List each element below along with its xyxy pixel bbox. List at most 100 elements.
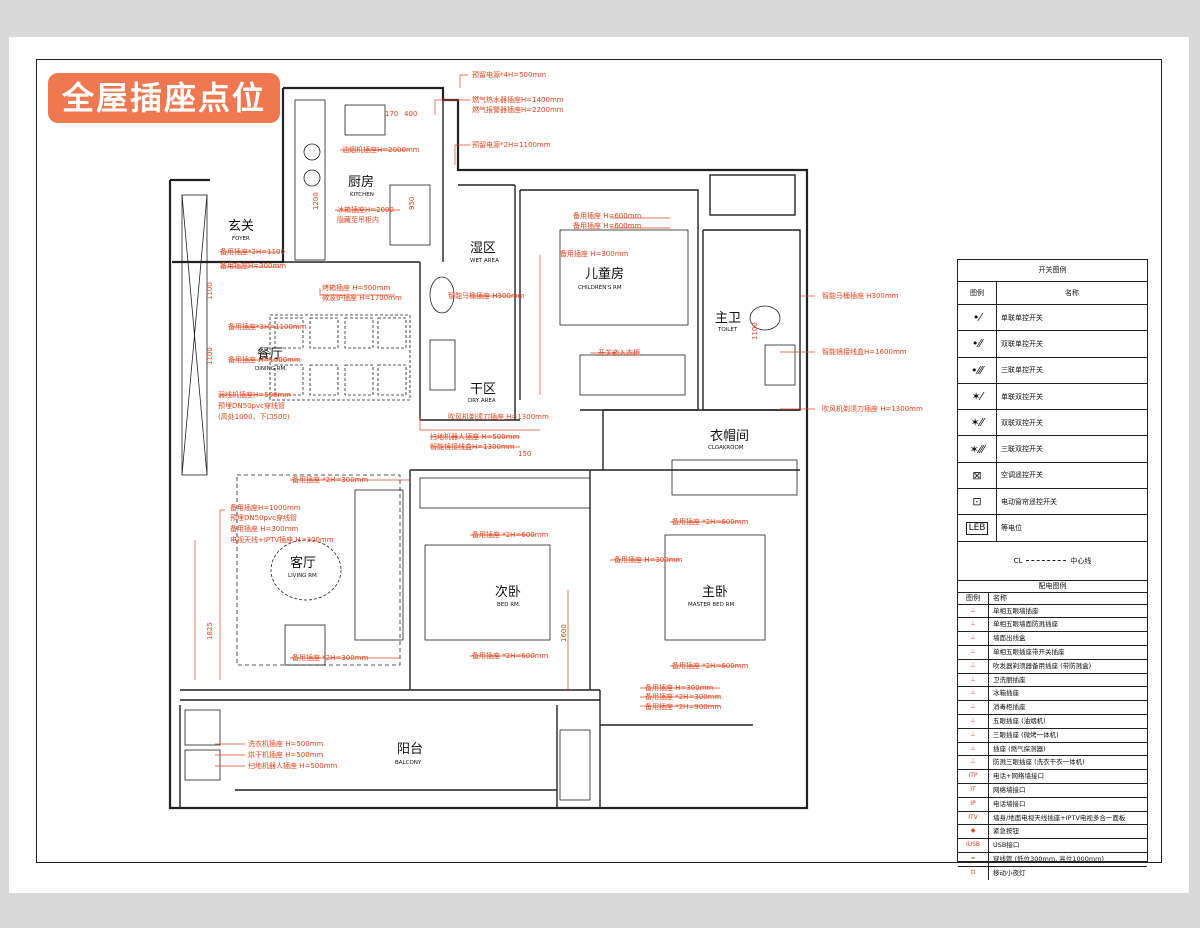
socket-icon: ⊥ [958, 646, 989, 659]
annotation-text: 洗衣机插座 H=500mm [248, 739, 324, 748]
night-light-icon: ⊡ [958, 866, 989, 880]
switch-legend-header: 图例 名称 [958, 282, 1147, 305]
dining-label-en: DINING RM. [255, 366, 287, 372]
switch-icon: •⁄ [958, 305, 997, 331]
ac-switch-icon: ⊠ [958, 462, 997, 489]
socket-icon: ⊥ [958, 701, 989, 715]
annotation-text: 电视天线+IPTV插座 H=300mm [230, 535, 334, 544]
legend-row: ⊥吹发器剃须器备用插座 (带防溅盒) [958, 659, 1147, 674]
legend-row: ⊥ 冰箱插座 [958, 687, 1147, 702]
dimension-text: 950 [408, 197, 416, 210]
foyer-label-en: FOYER [232, 236, 250, 242]
legend-row: ⊥三眼插座 (微烤一体机) [958, 728, 1147, 743]
legend-name: 空调遥控开关 [1001, 471, 1043, 480]
legend-name: 冰箱插座 [993, 689, 1019, 698]
legend-row: ⊥防溅三眼插座 (洗衣干衣一体机) [958, 756, 1147, 771]
annotation-text: (高处1000，下口500) [218, 412, 290, 421]
annotation-text: 备用插座 H=600mm [573, 221, 642, 230]
dimension-text: 1100 [206, 282, 214, 300]
annotation-text: 智能马桶插座 H300mm [822, 291, 899, 300]
annotation-text: 冰箱插座H=2000 [337, 205, 394, 214]
annotation-text: 智能镜接线盒H=1600mm [822, 347, 907, 356]
legend-row: ⊥插座 (燃气探测器) [958, 742, 1147, 757]
dimension-text: 1100 [751, 322, 759, 340]
column-name: 名称 [1065, 289, 1079, 297]
annotation-text: 智能马桶插座 H300mm [448, 291, 525, 300]
annotation-text: 吹风机剃须刀插座 H=1300mm [822, 404, 923, 413]
annotation-text: 备用插座H=300mm [220, 261, 286, 270]
master-bedroom-label-en: MASTER BED RM. [688, 602, 736, 608]
second-bedroom-label-en: BED RM. [497, 602, 521, 608]
legend-row: •⁄⁄双联单控开关 [958, 331, 1147, 358]
legend-name: 穿线管 (低位300mm, 高位1000mm) [993, 855, 1105, 864]
legend-name: 五眼插座 (油烟机) [993, 717, 1046, 726]
dimension-text: 1600 [560, 624, 568, 642]
annotation-text: 微波炉插座 H=1700mm [322, 293, 402, 302]
page-title: 全屋插座点位 [48, 73, 280, 123]
switch-icon: ✶⁄ [958, 383, 997, 410]
switch-icon: ✶⁄⁄⁄ [958, 436, 997, 462]
annotation-text: 备用插座*3H=1100mm [228, 322, 307, 331]
annotation-leaders [194, 74, 815, 767]
legend-row: ⊥ 单相五眼墙面防溅插座 [958, 618, 1147, 633]
usb-port-icon: ⅠUSB [958, 839, 989, 853]
legend-name: 三眼插座 (微烤一体机) [993, 730, 1059, 739]
interior-walls [179, 100, 801, 808]
annotation-text: 预留电源*2H=1100mm [472, 140, 551, 149]
legend-row: ✶⁄单联双控开关 [958, 383, 1147, 411]
drawing-frame [36, 59, 1162, 863]
annotation-text: 弱线机插座H=500mm [218, 390, 291, 399]
legend-name: 消毒柜插座 [993, 703, 1026, 712]
annotation-text: 备用插座 *2H=300mm [292, 475, 368, 484]
annotation-text: 扫地机器人插座 H=500mm [430, 432, 520, 441]
socket-icon: ⊥ [958, 715, 989, 728]
annotation-text: 备用插座 *2H=900mm [645, 702, 721, 711]
emergency-button-icon: ◆ [958, 825, 989, 839]
annotation-text: 燃气报警器插座H=2200mm [472, 105, 564, 114]
kitchen-label-en: KITCHEN [350, 192, 374, 198]
annotation-text: 备用插座 H=300mm [645, 683, 714, 692]
annotation-text: 备用插座 *2H=600mm [472, 651, 548, 660]
legend-name: 单相五眼墙面防溅插座 [993, 620, 1058, 629]
dimension-text: 150 [518, 450, 531, 458]
legend-name: 单相五眼墙插座 [993, 606, 1039, 615]
socket-icon: ⊥ [958, 756, 989, 770]
legend-name: 电话墙接口 [993, 799, 1026, 808]
annotation-text: 烤箱插座 H=500mm [322, 283, 391, 292]
dimension-text: 1825 [206, 622, 214, 640]
legend-name: 等电位 [1001, 524, 1022, 533]
annotation-text: 烘干机插座 H=500mm [248, 750, 324, 759]
centerline-row: CL 中心线 [958, 542, 1147, 581]
annotation-text: 备用插座 *2H=300mm [645, 692, 721, 701]
legend-row: ⊥ 五眼插座 (油烟机) [958, 715, 1147, 729]
socket-icon: ⊥ [958, 604, 989, 618]
annotation-text: 油烟机插座H=2000mm [342, 145, 420, 154]
annotation-text: 隐藏至吊柜内 [337, 215, 379, 224]
annotation-text: 备用插座 *2H=300mm [292, 653, 368, 662]
annotation-text: 备用插座 *2H=600mm [672, 517, 748, 526]
annotation-text: 备用插座*2H=1100 [220, 247, 285, 256]
annotation-text: 开关嵌入衣柜 [598, 348, 640, 357]
legend-name: 卫洗丽插座 [993, 675, 1026, 684]
dimension-text: 170 [385, 110, 398, 118]
legend-row: ⊥卫洗丽插座 [958, 673, 1147, 688]
conduit-icon: ═ [958, 853, 989, 866]
power-legend-rows: ⊥ 单相五眼墙插座 ⊥ 单相五眼墙面防溅插座 ⊥墙面出线盒 ⊥ 单相五眼插座带开关插座… [958, 604, 1147, 880]
legend-row: ⊥ 单相五眼插座带开关插座 [958, 646, 1147, 660]
socket-icon: ⊥ [958, 618, 989, 632]
annotation-text: 备用插座 H=300mm [614, 555, 683, 564]
legend-row: ⊥墙面出线盒 [958, 632, 1147, 647]
legend-row: LEB 等电位 [958, 515, 1147, 542]
legend-name: 单相五眼插座带开关插座 [993, 648, 1065, 657]
legend-row: ⊥ 单相五眼墙插座 [958, 604, 1147, 619]
dry-area-label-en: DRY AREA [468, 398, 496, 404]
dimension-labels: 1100 1100 1825 1600 1200 950 150 170 400… [206, 110, 759, 642]
wet-area-label-en: WET AREA [470, 258, 499, 264]
socket-icon: ⊥ [958, 687, 989, 701]
beds [419, 229, 798, 641]
cloakroom-label-en: CLOAKROOM [708, 445, 744, 451]
leb-symbol: LEB [965, 521, 989, 535]
balcony-label: 阳台 [397, 742, 423, 757]
